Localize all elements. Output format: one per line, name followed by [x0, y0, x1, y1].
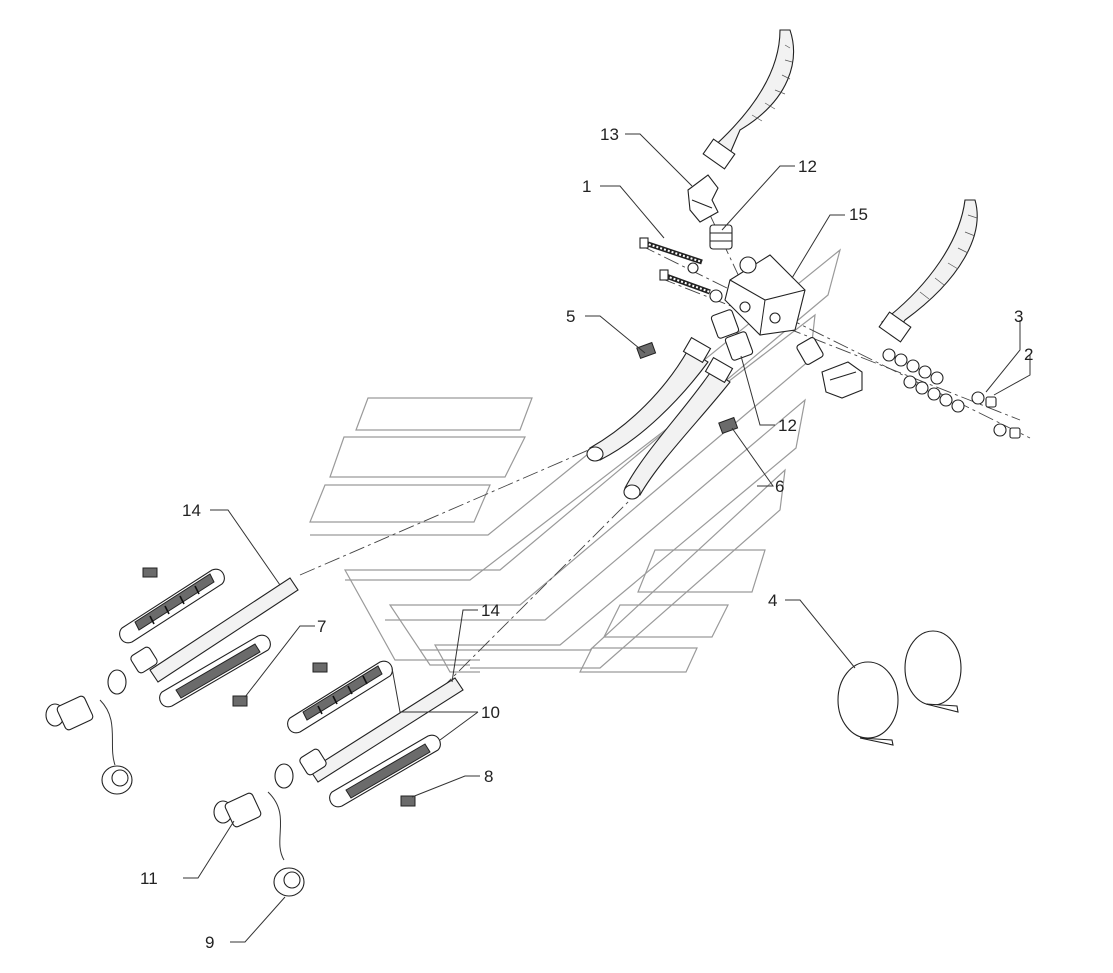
clip-6 — [718, 416, 739, 435]
callout-2: 2 — [1024, 345, 1033, 364]
coupler-upper — [45, 669, 127, 766]
callout-3: 3 — [1014, 307, 1023, 326]
adapter-right — [796, 337, 824, 365]
callout-15: 15 — [849, 205, 868, 224]
callout-labels: 1 2 3 4 5 6 7 8 9 10 11 12 12 13 14 14 1… — [140, 125, 1033, 952]
supply-hose-upper — [702, 29, 794, 170]
nuts — [985, 396, 1021, 439]
cable-tie-front — [837, 661, 899, 746]
callout-4: 4 — [768, 591, 777, 610]
callout-14-right: 14 — [481, 601, 500, 620]
callout-8: 8 — [484, 767, 493, 786]
callout-11: 11 — [140, 869, 158, 888]
coupler-lower — [213, 763, 294, 861]
callout-12-top: 12 — [798, 157, 817, 176]
frame-phantom-outline — [309, 248, 842, 673]
callout-9: 9 — [205, 933, 214, 952]
callout-14-left: 14 — [182, 501, 201, 520]
adapter-mid-2 — [724, 331, 754, 361]
hose-assembly-right — [287, 660, 464, 808]
callout-10: 10 — [481, 703, 500, 722]
hose-assembly-left — [119, 568, 299, 708]
callout-13: 13 — [600, 125, 619, 144]
adapter-top — [709, 224, 733, 250]
callout-leaders — [183, 133, 1031, 943]
hose-middle-right — [623, 356, 734, 500]
bolt-lower — [659, 269, 723, 303]
clip-5 — [636, 341, 657, 360]
clips-small — [142, 567, 328, 673]
washer-stack — [882, 348, 1007, 437]
callout-7: 7 — [317, 617, 326, 636]
dust-cap-upper — [101, 765, 133, 795]
hose-middle-left — [586, 336, 712, 462]
cable-tie-back — [904, 630, 962, 713]
bolt-upper — [639, 237, 703, 274]
callout-6: 6 — [775, 477, 784, 496]
elbow-fitting-top — [687, 174, 719, 223]
dust-cap-lower — [273, 867, 305, 897]
valve-block — [724, 254, 806, 336]
clip-8 — [400, 795, 416, 807]
callout-5: 5 — [566, 307, 575, 326]
supply-hose-right — [878, 199, 978, 343]
callout-1: 1 — [582, 177, 591, 196]
callout-12-mid: 12 — [778, 416, 797, 435]
clip-7 — [232, 695, 248, 707]
adapter-mid-1 — [710, 309, 740, 339]
elbow-fitting-right — [821, 361, 863, 399]
